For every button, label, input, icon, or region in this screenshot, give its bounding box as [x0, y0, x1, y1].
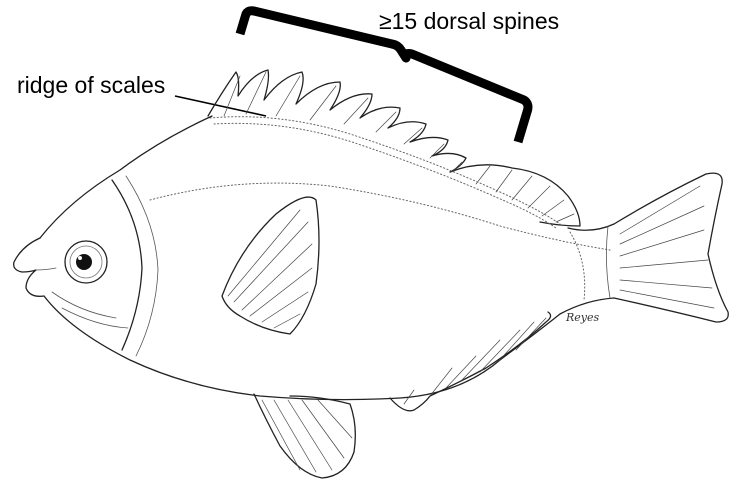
fish-eye — [65, 241, 107, 283]
pectoral-fin — [222, 197, 319, 334]
pelvic-fin — [254, 394, 355, 478]
ridge-leader-line — [175, 96, 266, 116]
ridge-of-scales-label: ridge of scales — [17, 74, 165, 97]
dorsal-fin — [208, 70, 580, 226]
artist-signature: Reyes — [566, 311, 599, 324]
dorsal-spines-label: ≥15 dorsal spines — [379, 10, 559, 33]
ridge-of-scales — [210, 117, 560, 224]
fish-body — [14, 116, 729, 400]
